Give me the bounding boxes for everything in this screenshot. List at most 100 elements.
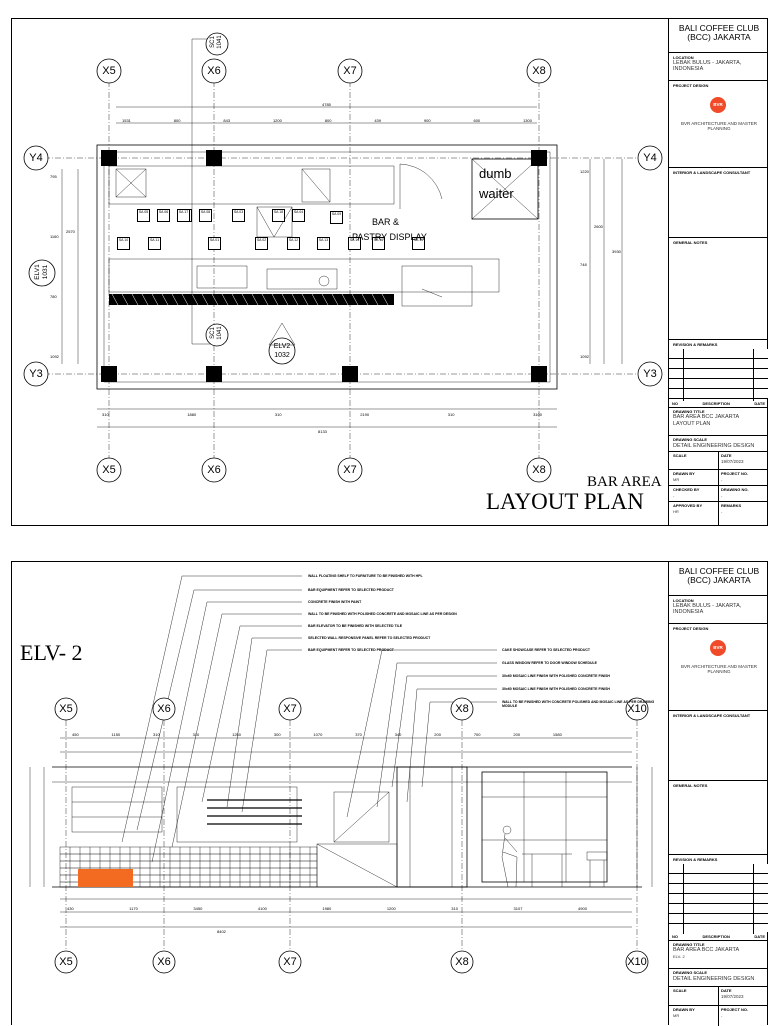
rev2-header-date: DATE xyxy=(754,934,765,939)
elv-dims-bottom: 430 1170 3450 4100 1980 1200 310 3107 49… xyxy=(67,906,587,911)
revision-label-2: REVISION & REMARKS xyxy=(673,857,718,862)
checked-by-value: - xyxy=(673,493,675,498)
elv-dim-top-11: 700 xyxy=(473,732,481,737)
sa-tag: SA 11 xyxy=(148,237,161,250)
dim-bottom-2: 1880 xyxy=(187,412,197,417)
elv-dim-top-9: 340 xyxy=(394,732,402,737)
project-design-label-2: PROJECT DESIGN xyxy=(673,626,709,631)
elv-grid-x10-top: X10 xyxy=(627,703,647,715)
note-left-7: BAR EQUIPMENT REFER TO SELECTED PRODUCT xyxy=(308,648,394,652)
sa-tag: SA 04 xyxy=(292,209,305,222)
approved-by-value: HR xyxy=(673,509,679,514)
dumb-waiter-label-2: waiter xyxy=(479,186,514,201)
grid-label-y3-left: Y3 xyxy=(29,368,43,380)
drawing-title-label-2: DRAWING TITLE xyxy=(673,942,705,947)
elv-grid-x8-bottom: X8 xyxy=(455,956,469,968)
section-marker-bottom-no: 1041 xyxy=(217,326,223,340)
sa-tag: SA 17 xyxy=(177,209,190,222)
elevation-marker-elv2: ELV2 1032 xyxy=(270,342,294,360)
title-block-1: BALI COFFEE CLUB (BCC) JAKARTA LOCATION … xyxy=(668,19,768,525)
rev-header-desc: DESCRIPTION xyxy=(702,401,730,406)
elv-dim-top-6: 300 xyxy=(273,732,281,737)
drawn-by-label-2: DRAWN BY xyxy=(673,1007,695,1012)
firm-name-2: BVR ARCHITECTURE AND MASTER PLANNING xyxy=(680,664,757,674)
grid-label-x8-bottom: X8 xyxy=(532,464,546,476)
grid-label-y3-right: Y3 xyxy=(643,368,657,380)
elevation-svg xyxy=(29,575,653,974)
project-name-2: BALI COFFEE CLUB (BCC) JAKARTA xyxy=(678,566,760,585)
date-value: 19/07/2023 xyxy=(721,459,744,464)
dim-left-3: 780 xyxy=(50,294,57,299)
sa-tag: SA 05 xyxy=(137,209,150,222)
elevation-marker-elv1-id: ELV1 xyxy=(34,264,41,280)
drawing-title-label: DRAWING TITLE xyxy=(673,409,705,414)
elv-grid-x8-top: X8 xyxy=(455,703,469,715)
bvr-logo-icon-2: BVR xyxy=(710,640,726,656)
elv-dim-top-8: 370 xyxy=(355,732,362,737)
elv-dims-top: 450 1150 310 310 1250 300 1070 370 340 2… xyxy=(72,732,562,737)
elv-dim-top-2: 1150 xyxy=(111,732,121,737)
revision-table-2 xyxy=(669,864,768,932)
drawing-scale-label: DRAWING SCALE xyxy=(673,437,707,442)
general-notes-label: GENERAL NOTES xyxy=(673,240,708,245)
grid-label-x7-top: X7 xyxy=(343,65,357,77)
note-left-6: SELECTED WALL RESPONSIVE PANEL REFER TO … xyxy=(308,636,431,640)
elv-grid-x6-top: X6 xyxy=(157,703,171,715)
accent-panel xyxy=(78,869,133,887)
elevation-marker-elv2-id: ELV2 xyxy=(273,343,291,350)
dims-bottom: 310 1880 310 2190 310 3100 xyxy=(102,412,542,417)
section-marker-bottom-id: SC1 xyxy=(210,327,216,339)
dim-right-4: 1092 xyxy=(580,354,589,359)
rev-header-no: NO xyxy=(672,401,678,406)
elevation-marker-elv2-no: 1032 xyxy=(274,352,290,359)
sa-tag: SA 15 xyxy=(412,237,425,250)
drawn-by-label: DRAWN BY xyxy=(673,471,695,476)
location-label: LOCATION xyxy=(673,55,694,60)
note-left-5: BAR ELEVATOR TO BE FINISHED WITH SELECTE… xyxy=(308,624,403,628)
revision-table xyxy=(669,349,768,399)
consultant-label: INTERIOR & LANDSCAPE CONSULTANT xyxy=(673,170,751,175)
dim-total-bottom: 8133 xyxy=(318,429,327,434)
elv-grid-x7-bottom: X7 xyxy=(283,956,297,968)
dim-right-mid: 2600 xyxy=(594,224,603,229)
dim-left-total: 2570 xyxy=(66,229,75,234)
rev-header-date: DATE xyxy=(754,401,765,406)
project-no-value: - xyxy=(721,477,723,482)
consultant-label-2: INTERIOR & LANDSCAPE CONSULTANT xyxy=(673,713,751,718)
firm-name: BVR ARCHITECTURE AND MASTER PLANNING xyxy=(680,121,757,131)
layout-plan-svg xyxy=(23,32,663,483)
note-left-1: WALL FLOATING SHELF TO FURNITURE TO BE F… xyxy=(308,574,423,578)
sa-tag: SA 13 xyxy=(317,237,330,250)
elv-dim-total-bottom: 8402 xyxy=(217,929,226,934)
dim-bottom-5: 310 xyxy=(447,412,455,417)
note-right-1: CAKE SHOWCASE REFER TO SELECTED PRODUCT xyxy=(502,648,591,652)
elv-grid-x7-top: X7 xyxy=(283,703,297,715)
sa-tag: SA 09 xyxy=(330,211,343,224)
grid-label-x5-bottom: X5 xyxy=(102,464,116,476)
drawing-title-value-b2: ELV- 2 xyxy=(673,954,685,959)
title-block-2: BALI COFFEE CLUB (BCC) JAKARTA LOCATION … xyxy=(668,562,768,1026)
dim-right-2: 748 xyxy=(580,261,587,267)
room-label-pastry: PASTRY DISPLAY xyxy=(352,232,427,242)
grid-label-x6-bottom: X6 xyxy=(207,464,221,476)
project-name: BALI COFFEE CLUB (BCC) JAKARTA xyxy=(678,23,760,42)
dim-top-1: 1531 xyxy=(122,118,131,123)
date-label-2: DATE xyxy=(721,988,732,993)
grid-label-x5-top: X5 xyxy=(102,65,116,77)
sa-tag: SA 06 xyxy=(157,209,170,222)
elevation-drawing: ELV- 2 X5 X6 X7 X8 X10 X5 X6 X7 X8 X10 W… xyxy=(12,562,667,1025)
elv-dim-top-5: 1250 xyxy=(232,732,242,737)
general-notes-label-2: GENERAL NOTES xyxy=(673,783,708,788)
note-right-4: 30x60 MOSAIC LINE FINISH WITH POLISHED C… xyxy=(502,687,610,691)
elevation-sheet: ELV- 2 X5 X6 X7 X8 X10 X5 X6 X7 X8 X10 W… xyxy=(11,561,768,1026)
drawing-scale-value: DETAIL ENGINEERING DESIGN xyxy=(673,443,755,449)
dim-top-8: 600 xyxy=(473,118,481,123)
dims-right: 1220 748 1092 xyxy=(580,169,592,359)
dim-bottom-6: 3100 xyxy=(533,412,542,417)
dim-left-1: 795 xyxy=(50,174,57,179)
scale-label: SCALE xyxy=(673,453,687,458)
note-right-5: WALL TO BE FINISHED WITH CONCRETE POLISH… xyxy=(502,700,655,708)
dim-top-6: 439 xyxy=(374,118,382,123)
note-left-4: WALL TO BE FINISHED WITH POLISHED CONCRE… xyxy=(308,612,457,616)
dim-top-2: 800 xyxy=(173,118,181,123)
